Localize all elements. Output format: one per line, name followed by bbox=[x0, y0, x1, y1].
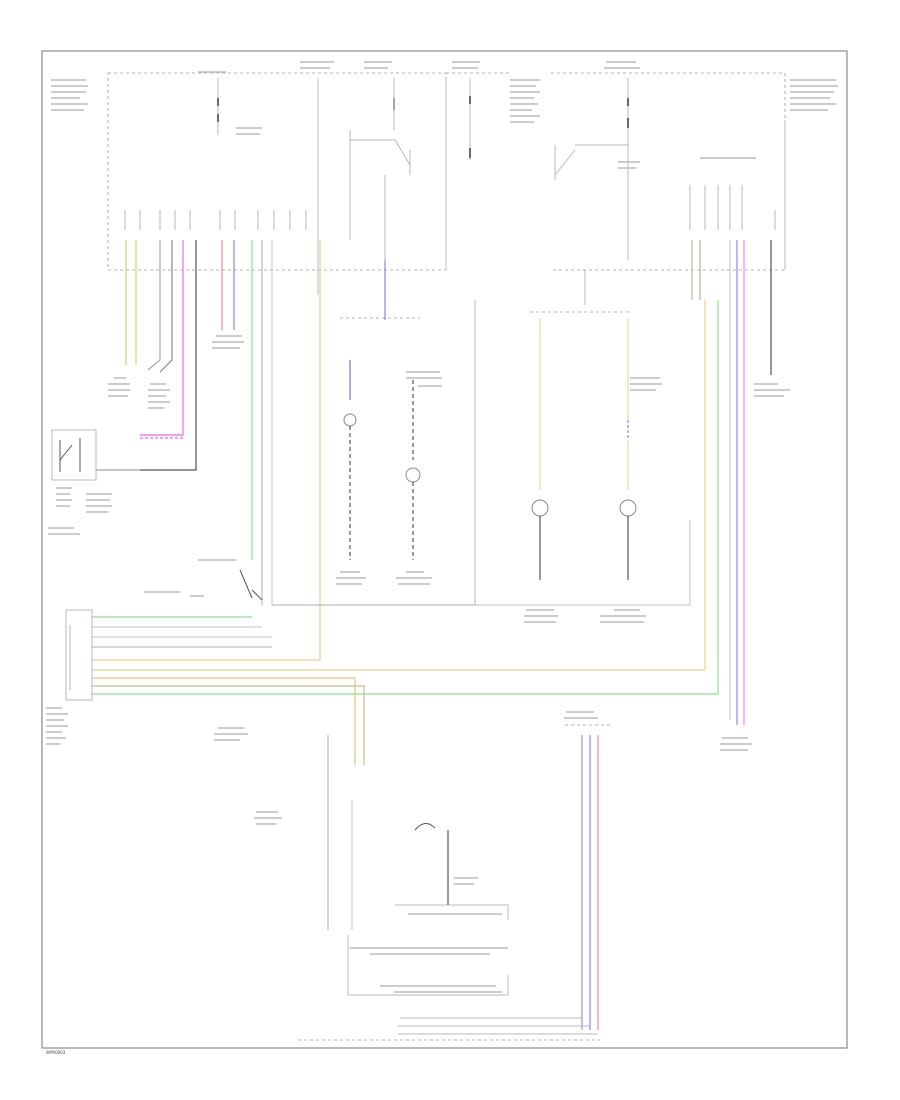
left-connector-block bbox=[65, 609, 93, 701]
green-switch bbox=[239, 569, 263, 601]
footer-code: WPR0003 bbox=[46, 1050, 66, 1055]
module-left-box bbox=[107, 72, 510, 271]
left-module-internals bbox=[124, 78, 471, 295]
horizontal-harness bbox=[92, 300, 719, 765]
right-lights bbox=[530, 270, 637, 580]
module-header-text bbox=[51, 61, 838, 169]
right-module-internals bbox=[554, 78, 786, 270]
wire-yellow-pair-left bbox=[125, 240, 137, 365]
wire-olive-gray-left bbox=[147, 240, 173, 373]
right-module-wires bbox=[691, 240, 772, 725]
lower-section bbox=[298, 724, 610, 1041]
wire-pink-blue-left bbox=[221, 240, 235, 330]
wire-magenta-left bbox=[140, 240, 184, 439]
diagram-frame bbox=[41, 50, 848, 1049]
lower-labels bbox=[214, 371, 790, 993]
left-switch bbox=[51, 429, 140, 481]
module-right-box bbox=[551, 72, 786, 271]
wire-gray-left-2 bbox=[271, 240, 691, 606]
left-labels bbox=[46, 335, 244, 745]
center-lights bbox=[272, 260, 476, 606]
